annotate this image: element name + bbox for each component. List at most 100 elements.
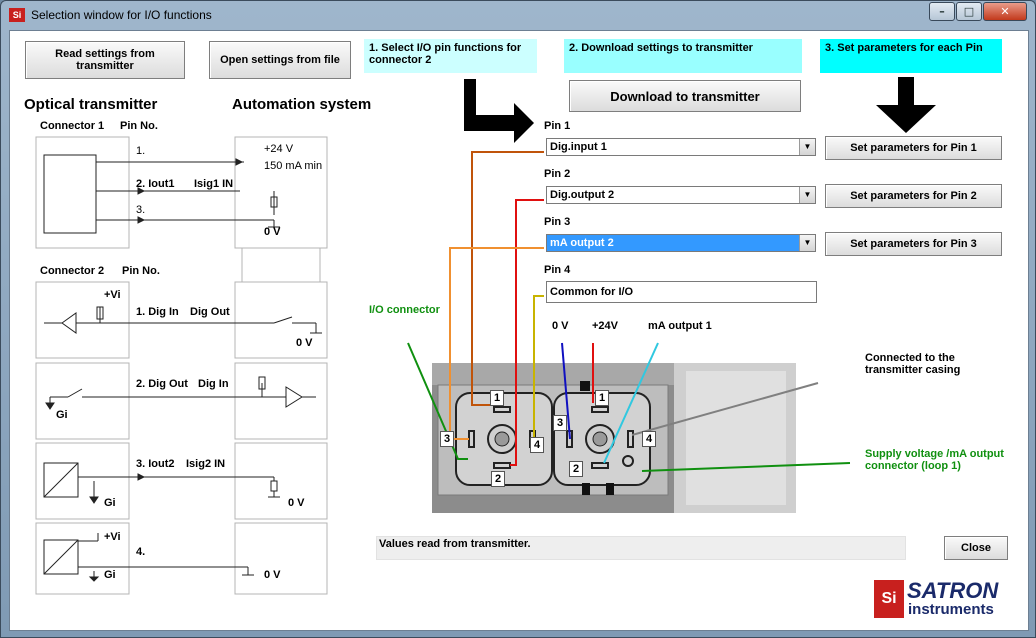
step1-arrow-icon [464,79,534,143]
set-pin3-label: Set parameters for Pin 3 [850,238,977,250]
io-wire [407,342,468,460]
zero-v-wire-label: 0 V [552,320,569,332]
pin-tag-1b: 1 [595,390,610,406]
iout2-label: 3. Iout2 [136,458,175,470]
zero-wire [561,342,571,440]
pin1-value: Dig.input 1 [550,141,607,153]
close-window-button[interactable]: ✕ [983,2,1027,21]
vi-label-1: +Vi [104,289,121,301]
close-button[interactable]: Close [944,536,1008,560]
pin1-wire [471,151,544,406]
pin4-value: Common for I/O [550,286,634,298]
schematic-boxes [35,136,328,595]
c2-zero-v-2: 0 V [288,497,305,509]
pin4-label: Pin 4 [544,264,571,276]
connector1-label: Connector 1 [40,120,105,132]
window-title: Selection window for I/O functions [31,8,212,22]
step3-arrow-icon [876,77,936,133]
pin3-select[interactable]: mA output 2 ▼ [546,234,816,252]
pin1-label: Pin 1 [544,120,571,132]
c1-zero-v: 0 V [264,226,281,238]
set-pin1-label: Set parameters for Pin 1 [850,142,977,154]
c2-zero-v-3: 0 V [264,569,281,581]
pin-no-label-1: Pin No. [120,120,158,132]
connector2-label: Connector 2 [40,265,105,277]
pin3-value: mA output 2 [550,237,614,249]
step3-instruction: 3. Set parameters for each Pin [820,39,1002,73]
minimize-button[interactable]: – [929,2,955,21]
logo-name: SATRON [907,578,999,603]
pin3-wire [449,247,544,440]
client-area: Read settings from transmitter Open sett… [9,30,1029,631]
io-connector-label: I/O connector [369,304,440,316]
supply-wire [641,462,851,472]
gi-label-3: Gi [104,569,116,581]
satron-logo: Si SATRON instruments [874,578,1024,622]
pin-tag-4a: 4 [530,437,545,453]
chevron-down-icon[interactable]: ▼ [799,235,815,251]
logo-sub: instruments [908,601,994,618]
status-bar: Values read from transmitter. [376,536,906,560]
step2-instruction: 2. Download settings to transmitter [564,39,802,73]
dig-out2-label: 2. Dig Out [136,378,188,390]
pin-tag-2a: 2 [491,471,506,487]
set-pin2-label: Set parameters for Pin 2 [850,190,977,202]
pin3-label: Pin 3 [544,216,571,228]
dig-out-label: Dig Out [190,306,230,318]
chevron-down-icon[interactable]: ▼ [799,187,815,203]
app-icon: Si [9,8,25,22]
pin2-label: Pin 2 [544,168,571,180]
open-settings-button[interactable]: Open settings from file [209,41,351,79]
casing-label: Connected to the transmitter casing [865,352,961,376]
ma-output1-label: mA output 1 [648,320,712,332]
set-pin3-button[interactable]: Set parameters for Pin 3 [825,232,1002,256]
pin-tag-4b: 4 [642,431,657,447]
gi-label-2: Gi [104,497,116,509]
connector-photo [432,363,796,513]
wiring-diagram [35,77,936,595]
download-label: Download to transmitter [610,88,760,104]
pin1-select[interactable]: Dig.input 1 ▼ [546,138,816,156]
logo-mark: Si [874,580,904,618]
set-pin1-button[interactable]: Set parameters for Pin 1 [825,136,1002,160]
pin-tag-2b: 2 [569,461,584,477]
close-label: Close [961,542,991,554]
supply-label: Supply voltage /mA output connector (loo… [865,448,1004,472]
c1-pin3: 3. [136,204,146,216]
gi-label-1: Gi [56,409,68,421]
maximize-button[interactable]: □ [956,2,982,21]
c2-pin4: 4. [136,546,146,558]
pin2-wire [510,199,544,466]
chevron-down-icon[interactable]: ▼ [799,139,815,155]
step1-instruction: 1. Select I/O pin functions for connecto… [364,39,537,73]
c1-pin1: 1. [136,145,146,157]
dig-in2-label: Dig In [198,378,229,390]
ma-wire [603,342,659,464]
ma-min-label: 150 mA min [264,160,323,172]
pin2-select[interactable]: Dig.output 2 ▼ [546,186,816,204]
automation-system-heading: Automation system [232,96,372,113]
set-pin2-button[interactable]: Set parameters for Pin 2 [825,184,1002,208]
optical-transmitter-heading: Optical transmitter [24,96,158,113]
plus24v-label: +24 V [264,143,294,155]
c1-pin2: 2. Iout1 [136,178,175,190]
pin-tag-3b: 3 [553,415,568,431]
dig-in-label: 1. Dig In [136,306,179,318]
casing-wire [631,382,819,436]
pin4-field: Common for I/O [546,281,817,303]
title-bar[interactable]: Si Selection window for I/O functions – … [1,1,1035,29]
download-button[interactable]: Download to transmitter [569,80,801,112]
isig2-label: Isig2 IN [186,458,226,470]
pin-tag-3a: 3 [440,431,455,447]
isig1-label: Isig1 IN [194,178,234,190]
read-settings-button[interactable]: Read settings from transmitter [25,41,185,79]
pin-tag-1a: 1 [490,390,505,406]
status-text: Values read from transmitter. [379,538,531,550]
plus24-wire-label: +24V [592,320,618,332]
read-settings-label: Read settings from transmitter [55,48,155,72]
schematic-lines [43,154,322,582]
pin2-value: Dig.output 2 [550,189,615,201]
open-settings-label: Open settings from file [220,54,340,66]
c2-zero-v-1: 0 V [296,337,313,349]
